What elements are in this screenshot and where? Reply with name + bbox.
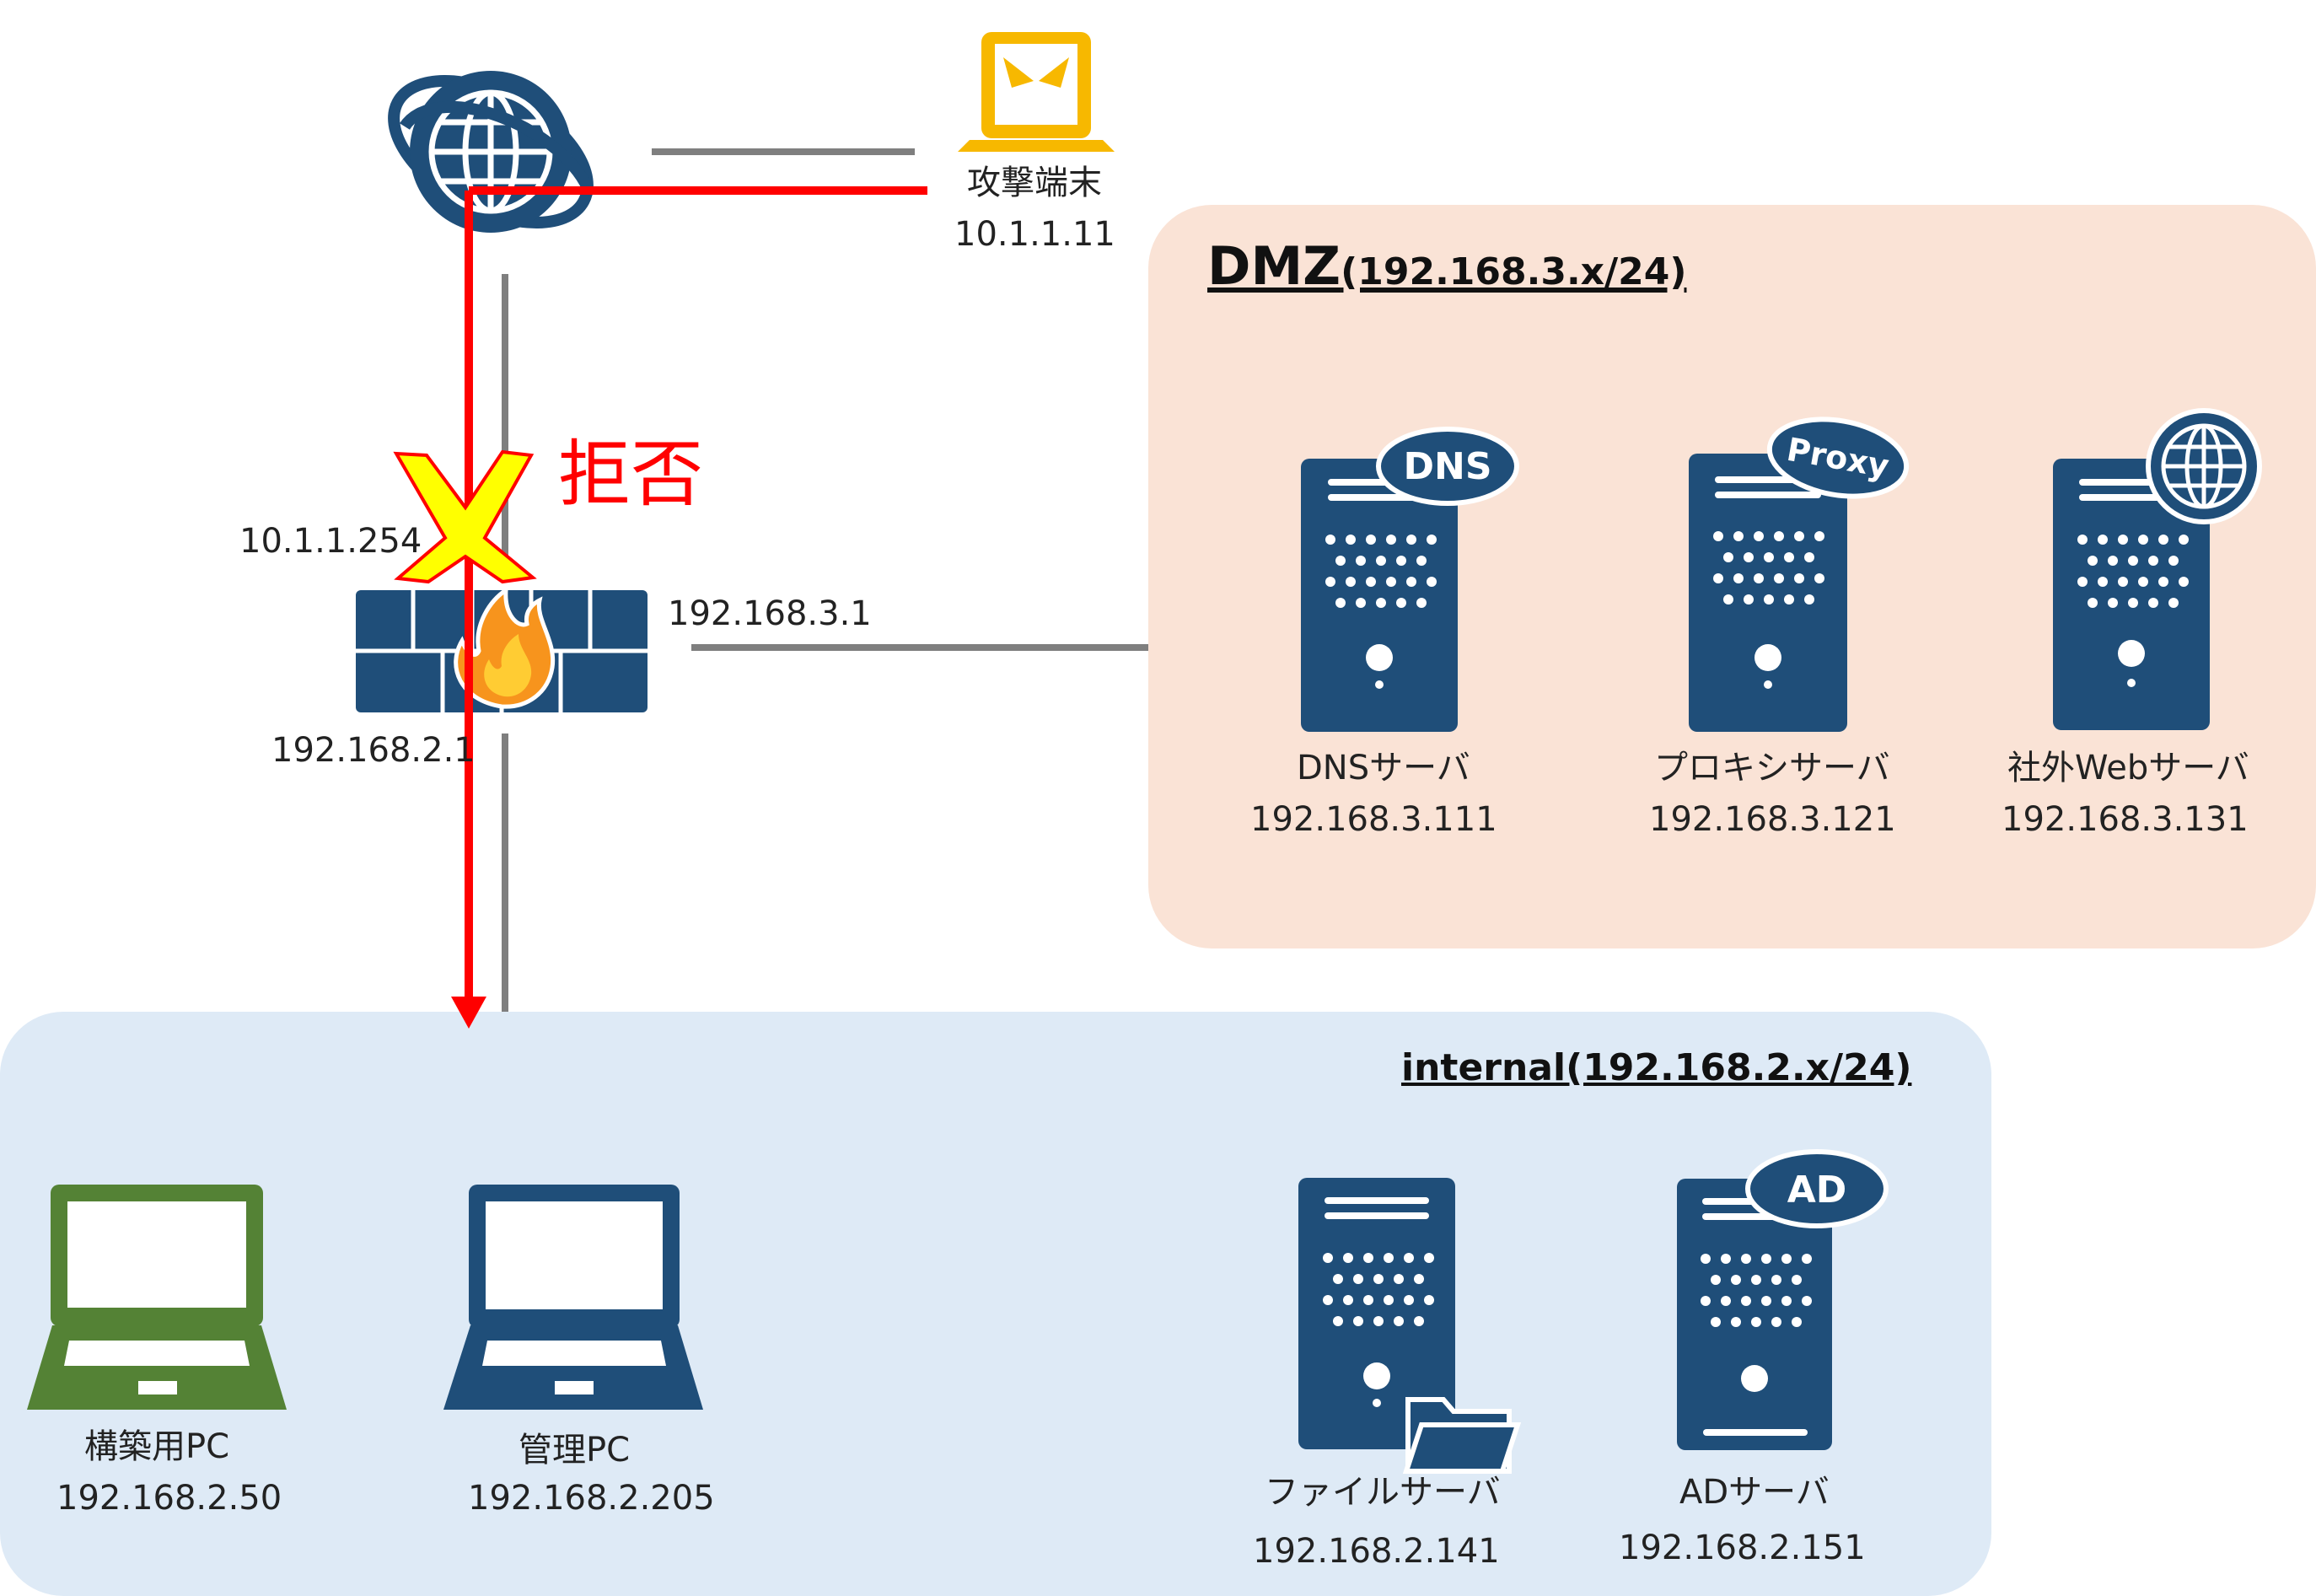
dmz-title: DMZ(192.168.3.x/24) [1207, 240, 1686, 293]
dns-server-name: DNSサーバ [1297, 749, 1470, 787]
internal-zone [0, 1012, 1991, 1596]
network-links [502, 148, 1148, 1012]
dns-server-ip: 192.168.3.111 [1250, 800, 1497, 839]
dns-badge: DNS [1403, 445, 1491, 488]
dmz-name: DMZ [1207, 235, 1341, 297]
dmz-subnet: (192.168.3.x/24) [1341, 250, 1687, 293]
file-server-name: ファイルサーバ [1265, 1473, 1501, 1512]
dns-server-icon [1301, 427, 1519, 732]
internet-globe-icon [388, 71, 596, 233]
flame-icon [454, 586, 556, 709]
proxy-server-icon [1689, 416, 1910, 732]
ad-server-icon [1677, 1149, 1889, 1450]
admin-pc-icon [443, 1185, 703, 1410]
attack-path [465, 186, 927, 997]
ad-server-name: ADサーバ [1679, 1473, 1830, 1512]
attacker-laptop-icon [958, 32, 1115, 152]
web-globe-badge-icon [2146, 408, 2262, 524]
admin-pc-ip: 192.168.2.205 [468, 1479, 715, 1518]
ad-server-ip: 192.168.2.151 [1619, 1529, 1866, 1567]
firewall-ip-outside: 10.1.1.254 [239, 522, 422, 561]
admin-pc-name: 管理PC [519, 1431, 631, 1470]
web-server-ip: 192.168.3.131 [2002, 800, 2249, 839]
proxy-server-ip: 192.168.3.121 [1649, 800, 1896, 839]
firewall-ip-dmz: 192.168.3.1 [668, 594, 872, 633]
ad-badge: AD [1787, 1169, 1847, 1212]
firewall-ip-internal: 192.168.2.1 [271, 731, 476, 770]
web-server-icon [2053, 408, 2262, 730]
proxy-server-name: プロキシサーバ [1654, 749, 1890, 787]
deny-x-mark [393, 449, 537, 584]
attacker-name: 攻撃端末 [967, 164, 1102, 202]
attack-arrowhead [451, 997, 486, 1029]
builder-pc-ip: 192.168.2.50 [56, 1479, 282, 1518]
file-server-ip: 192.168.2.141 [1253, 1532, 1500, 1571]
builder-pc-icon [27, 1185, 287, 1410]
internal-title: internal(192.168.2.x/24) [1401, 1046, 1912, 1089]
folder-icon [1402, 1397, 1522, 1474]
builder-pc-name: 構築用PC [84, 1427, 230, 1466]
attacker-ip: 10.1.1.11 [954, 215, 1115, 254]
deny-label: 拒否 [558, 433, 703, 517]
web-server-name: 社外Webサーバ [2007, 749, 2249, 787]
file-server-icon [1298, 1178, 1522, 1474]
firewall-icon [356, 586, 648, 712]
